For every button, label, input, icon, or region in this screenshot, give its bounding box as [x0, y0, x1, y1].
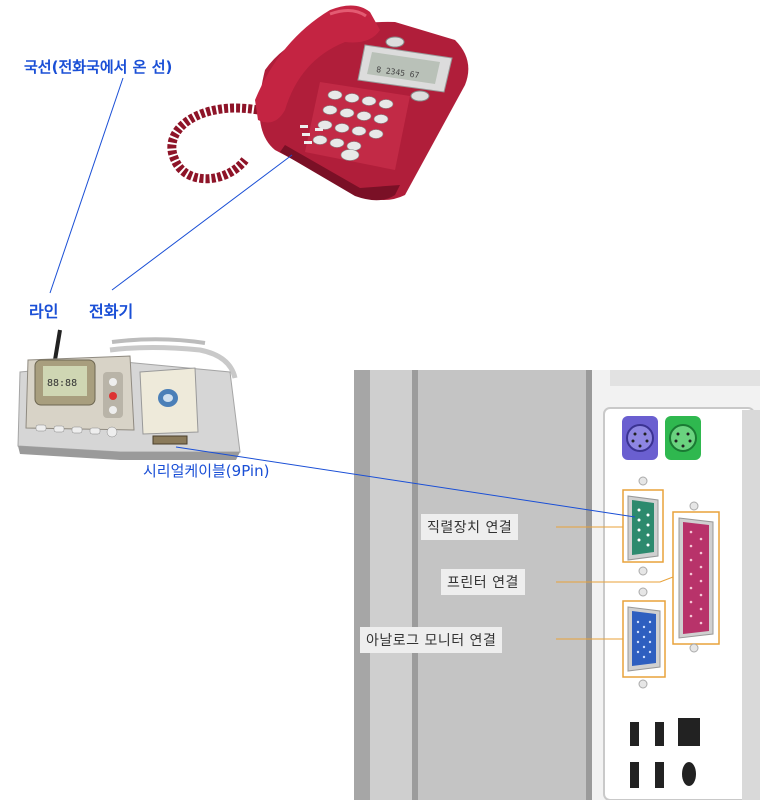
- parallel-printer-port: [672, 501, 720, 653]
- incoming-line-label: 국선(전화국에서 온 선): [24, 58, 173, 76]
- vga-monitor-port: [622, 587, 666, 689]
- serial-cable-label: 시리얼케이블(9Pin): [143, 462, 270, 480]
- line-label: 라인: [29, 302, 59, 321]
- serial-port-label: 직렬장치 연결: [421, 514, 519, 540]
- svg-text:88:88: 88:88: [47, 378, 77, 389]
- monitor-port-label: 아날로그 모니터 연결: [360, 627, 503, 653]
- telephone-icon: 8 2345 67: [167, 5, 469, 201]
- telephone-label: 전화기: [89, 302, 134, 321]
- printer-port-label: 프린터 연결: [441, 569, 525, 595]
- connector-lines: [49, 77, 636, 518]
- label-leader-lines: [556, 526, 674, 640]
- controller-device-icon: 88:88: [17, 329, 241, 460]
- ps2-mouse-port: [622, 416, 658, 460]
- pc-vent-slots: [630, 718, 700, 788]
- ps2-keyboard-port: [665, 416, 701, 460]
- serial-port: [622, 476, 664, 576]
